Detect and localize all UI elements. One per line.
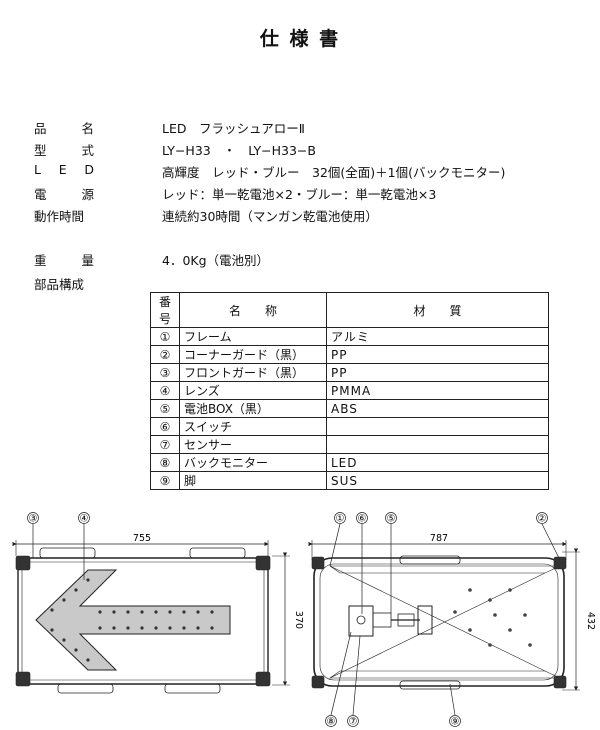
back-width-dimension: 787: [430, 533, 448, 544]
callout-6: ⑥: [358, 514, 367, 525]
led-dot: [140, 610, 144, 614]
spec-label: 型式: [34, 143, 94, 158]
front-height-dimension: 370: [293, 611, 304, 629]
led-dot: [126, 626, 130, 630]
spec-label: 部品構成: [34, 277, 85, 292]
row-name: センサー: [179, 435, 327, 454]
callout-4-front: ④: [80, 514, 89, 525]
led-dot: [112, 610, 116, 614]
bolt-hole: [493, 613, 497, 617]
row-name: スイッチ: [179, 417, 327, 436]
bolt-hole: [523, 613, 527, 617]
led-dot: [98, 610, 102, 614]
led-dot: [62, 638, 66, 642]
led-dot: [140, 626, 144, 630]
led-dot: [182, 610, 186, 614]
bolt-hole: [468, 628, 472, 632]
row-number: ⑨: [150, 471, 180, 490]
led-dot: [154, 626, 158, 630]
spec-value: 連続約30時間（マンガン乾電池使用）: [162, 209, 378, 224]
row-name: 脚: [179, 471, 327, 490]
callout-1: ①: [336, 514, 345, 525]
led-dot: [210, 610, 214, 614]
bolt-hole: [528, 643, 532, 647]
led-dot: [74, 588, 78, 592]
led-dot: [196, 610, 200, 614]
callout-5: ⑤: [387, 514, 396, 525]
callout-2: ②: [538, 514, 547, 525]
header-material: 材 質: [326, 292, 549, 328]
callout-3-front: ③: [29, 514, 38, 525]
led-dot: [168, 610, 172, 614]
bolt-hole: [488, 643, 492, 647]
row-material: アルミ: [326, 327, 549, 346]
spec-value: 高輝度 レッド・ブルー 32個(全面)＋1個(バックモニター): [162, 165, 506, 180]
back-view-drawing: [308, 540, 580, 691]
back-height-dimension: 432: [585, 612, 596, 630]
bolt-hole: [468, 588, 472, 592]
led-dot: [50, 628, 54, 632]
bolt-hole: [488, 598, 492, 602]
page-title: 仕 様 書: [259, 28, 341, 50]
led-dot: [126, 610, 130, 614]
row-name: 電池BOX（黒）: [179, 399, 327, 418]
spec-value: レッド：単一乾電池×2・ブルー：単一乾電池×3: [162, 187, 437, 202]
callout-8: ⑧: [327, 717, 336, 728]
led-dot: [86, 578, 90, 582]
led-dot: [50, 608, 54, 612]
front-width-dimension: 755: [133, 533, 151, 544]
led-dot: [196, 626, 200, 630]
front-view-drawing: [12, 540, 290, 694]
spec-label: 電源: [34, 187, 94, 202]
led-dot: [168, 626, 172, 630]
spec-label: 動作時間: [34, 209, 85, 224]
spec-value: LED フラッシュアローⅡ: [162, 121, 305, 136]
led-dot: [74, 648, 78, 652]
led-dot: [62, 598, 66, 602]
row-name: フロントガード（黒）: [179, 363, 327, 382]
callout-9: ⑨: [451, 717, 460, 728]
led-dot: [210, 626, 214, 630]
led-dot: [112, 626, 116, 630]
bolt-hole: [508, 588, 512, 592]
row-name: レンズ: [179, 381, 327, 400]
spec-value: LY−H33 ・ LY−H33−B: [162, 143, 316, 158]
row-name: コーナーガード（黒）: [179, 345, 327, 364]
led-dot: [154, 610, 158, 614]
bolt-hole: [508, 628, 512, 632]
led-dot: [98, 626, 102, 630]
row-material: SUS: [326, 471, 549, 490]
led-dot: [86, 658, 90, 662]
spec-value: 4．0Kg（電池別）: [162, 253, 270, 268]
spec-label: 重量: [34, 253, 94, 268]
spec-label: 品名: [34, 121, 94, 136]
row-name: フレーム: [179, 327, 327, 346]
bolt-hole: [453, 610, 457, 614]
callout-7: ⑦: [349, 717, 358, 728]
led-dot: [182, 626, 186, 630]
